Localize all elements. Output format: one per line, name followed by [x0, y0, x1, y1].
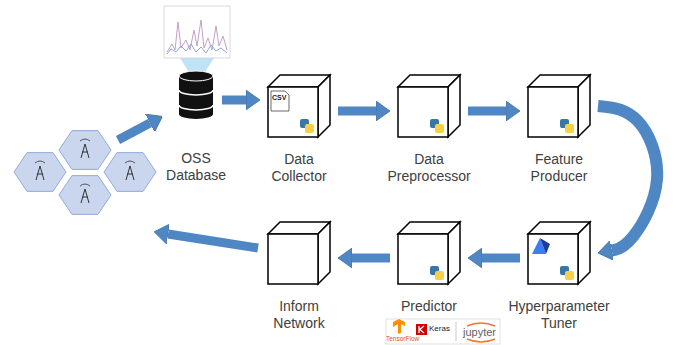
cube-shape — [528, 75, 590, 137]
node-label-group: Data Collector — [271, 151, 326, 185]
process-cube: Data Preprocessor — [398, 75, 460, 137]
node-label: Predictor — [401, 298, 457, 315]
jupyter-logo — [467, 323, 495, 326]
flow-arrow — [598, 106, 657, 250]
node-label-group: Feature Producer — [531, 151, 588, 185]
python-logo — [565, 271, 574, 280]
keras-logo — [419, 326, 424, 333]
node-label-group: Hyperparameter Tuner — [508, 298, 609, 332]
chart-thumbnail — [164, 6, 230, 58]
cube-front — [528, 87, 578, 137]
flow-arrow — [352, 254, 390, 263]
node-label: Hyperparameter Tuner — [508, 298, 609, 332]
process-cube: Predictor — [398, 222, 460, 284]
node-outline — [398, 75, 460, 137]
antenna-wave — [35, 161, 45, 163]
node-label: Data Collector — [271, 151, 326, 185]
cell-hexagon — [59, 131, 111, 170]
node-outline — [398, 222, 460, 284]
python-logo — [435, 124, 444, 133]
python-logo — [435, 271, 444, 280]
antenna-wave — [80, 184, 90, 186]
cube-side — [318, 222, 330, 284]
file-type-label: CSV — [272, 94, 286, 102]
flow-arrow — [468, 107, 506, 116]
cell-cluster — [14, 131, 156, 215]
chart-series — [167, 20, 227, 52]
cube-shape — [398, 75, 460, 137]
node-outline — [528, 75, 590, 137]
separator — [456, 322, 457, 341]
antenna-symbol — [81, 189, 89, 203]
cube-front — [268, 234, 318, 284]
database-band — [179, 105, 213, 110]
node-label-group: Predictor — [401, 298, 457, 315]
database-body — [179, 76, 213, 119]
keras-logo — [416, 324, 427, 335]
database-node: OSS Database — [178, 70, 214, 120]
node-outline — [178, 70, 214, 120]
process-cube: Inform Network — [268, 222, 330, 284]
node-outline — [268, 222, 330, 284]
node-outline — [268, 75, 330, 137]
node-label: OSS Database — [166, 150, 226, 184]
node-label-group: Inform Network — [273, 298, 324, 332]
process-cube: Data Collector — [268, 75, 330, 137]
cell-hexagon — [59, 176, 111, 215]
flow-arrow — [222, 96, 246, 105]
node-outline — [528, 222, 590, 284]
cube-side — [448, 75, 460, 137]
jupyter-logo — [467, 339, 495, 342]
cube-shape — [268, 222, 330, 284]
node-label: Data Preprocessor — [387, 151, 470, 185]
database-top — [179, 71, 213, 81]
antenna-wave — [125, 161, 135, 163]
tuner-logo — [540, 238, 550, 254]
antenna-wave — [80, 139, 90, 141]
python-logo — [565, 124, 574, 133]
chart-beam — [180, 58, 214, 72]
flow-arrow — [338, 107, 376, 116]
cube-shape — [268, 75, 330, 137]
cell-hexagon — [104, 153, 156, 192]
cube-side — [318, 75, 330, 137]
file-icon — [271, 91, 289, 111]
antenna-symbol — [36, 166, 44, 180]
chart-series — [167, 44, 227, 54]
library-logo-text: TensorFlow — [386, 335, 419, 342]
node-label-group: Data Preprocessor — [387, 151, 470, 185]
process-cube: Feature Producer — [528, 75, 590, 137]
cube-side — [578, 222, 590, 284]
logo-strip — [386, 319, 500, 344]
flow-arrow — [482, 254, 520, 263]
antenna-symbol — [126, 166, 134, 180]
cube-shape — [398, 222, 460, 284]
library-logo-text: jupyter — [463, 326, 496, 338]
node-label: Inform Network — [273, 298, 324, 332]
cube-front — [398, 87, 448, 137]
tensorflow-logo — [393, 319, 405, 334]
cell-hexagon — [14, 153, 66, 192]
cube-shape — [528, 222, 590, 284]
cube-front — [528, 234, 578, 284]
flow-arrow — [168, 234, 258, 248]
node-label-group: OSS Database — [166, 150, 226, 184]
process-cube: Hyperparameter Tuner — [528, 222, 590, 284]
cube-side — [578, 75, 590, 137]
cube-front — [268, 87, 318, 137]
antenna-symbol — [81, 144, 89, 158]
flow-arrow — [118, 123, 150, 140]
cube-side — [448, 222, 460, 284]
library-logo-text: Keras — [429, 325, 450, 334]
node-label: Feature Producer — [531, 151, 588, 185]
python-logo — [305, 124, 314, 133]
cube-front — [398, 234, 448, 284]
database-band — [179, 90, 213, 95]
